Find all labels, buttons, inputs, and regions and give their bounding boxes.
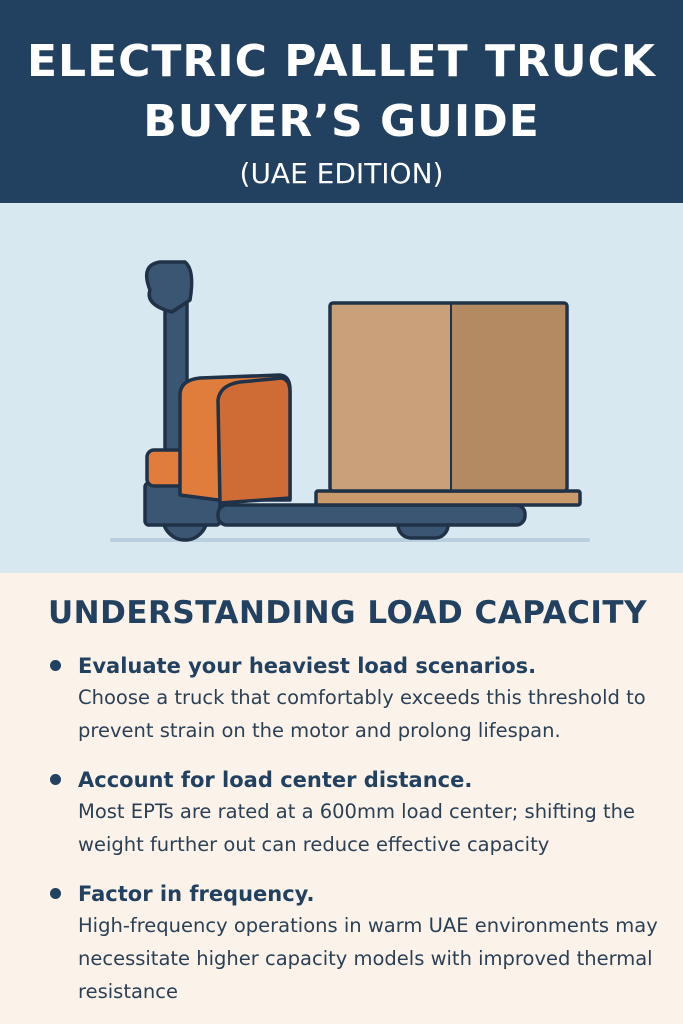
handle-grip xyxy=(144,260,194,314)
bullet-item: Account for load center distance. Most E… xyxy=(48,765,683,861)
bullet-item: Evaluate your heaviest load scenarios. C… xyxy=(48,651,683,747)
bullet-body: Choose a truck that comfortably exceeds … xyxy=(78,686,646,742)
illustration-panel xyxy=(0,203,683,573)
pallet xyxy=(314,489,582,507)
pallet-truck-icon xyxy=(110,260,590,542)
content-section: UNDERSTANDING LOAD CAPACITY Evaluate you… xyxy=(0,573,683,1008)
ground-shadow xyxy=(110,538,590,542)
section-title: UNDERSTANDING LOAD CAPACITY xyxy=(48,595,648,631)
bullet-body: High-frequency operations in warm UAE en… xyxy=(78,914,658,1003)
bullet-heading: Factor in frequency. xyxy=(78,882,315,906)
bullet-heading: Evaluate your heaviest load scenarios. xyxy=(78,654,537,678)
bullet-heading: Account for load center distance. xyxy=(78,768,473,792)
bullet-item: Factor in frequency. High-frequency oper… xyxy=(48,879,683,1008)
battery-front xyxy=(216,376,292,505)
header-banner: ELECTRIC PALLET TRUCK BUYER’S GUIDE (UAE… xyxy=(0,0,683,203)
bullet-dot-icon xyxy=(50,888,61,899)
title-line-2: BUYER’S GUIDE xyxy=(143,96,540,147)
bullet-body: Most EPTs are rated at a 600mm load cent… xyxy=(78,800,635,856)
title-line-1: ELECTRIC PALLET TRUCK xyxy=(26,36,657,87)
bullet-dot-icon xyxy=(50,774,61,785)
forks xyxy=(216,503,527,527)
bullet-dot-icon xyxy=(50,660,61,671)
subtitle: (UAE EDITION) xyxy=(239,157,444,190)
